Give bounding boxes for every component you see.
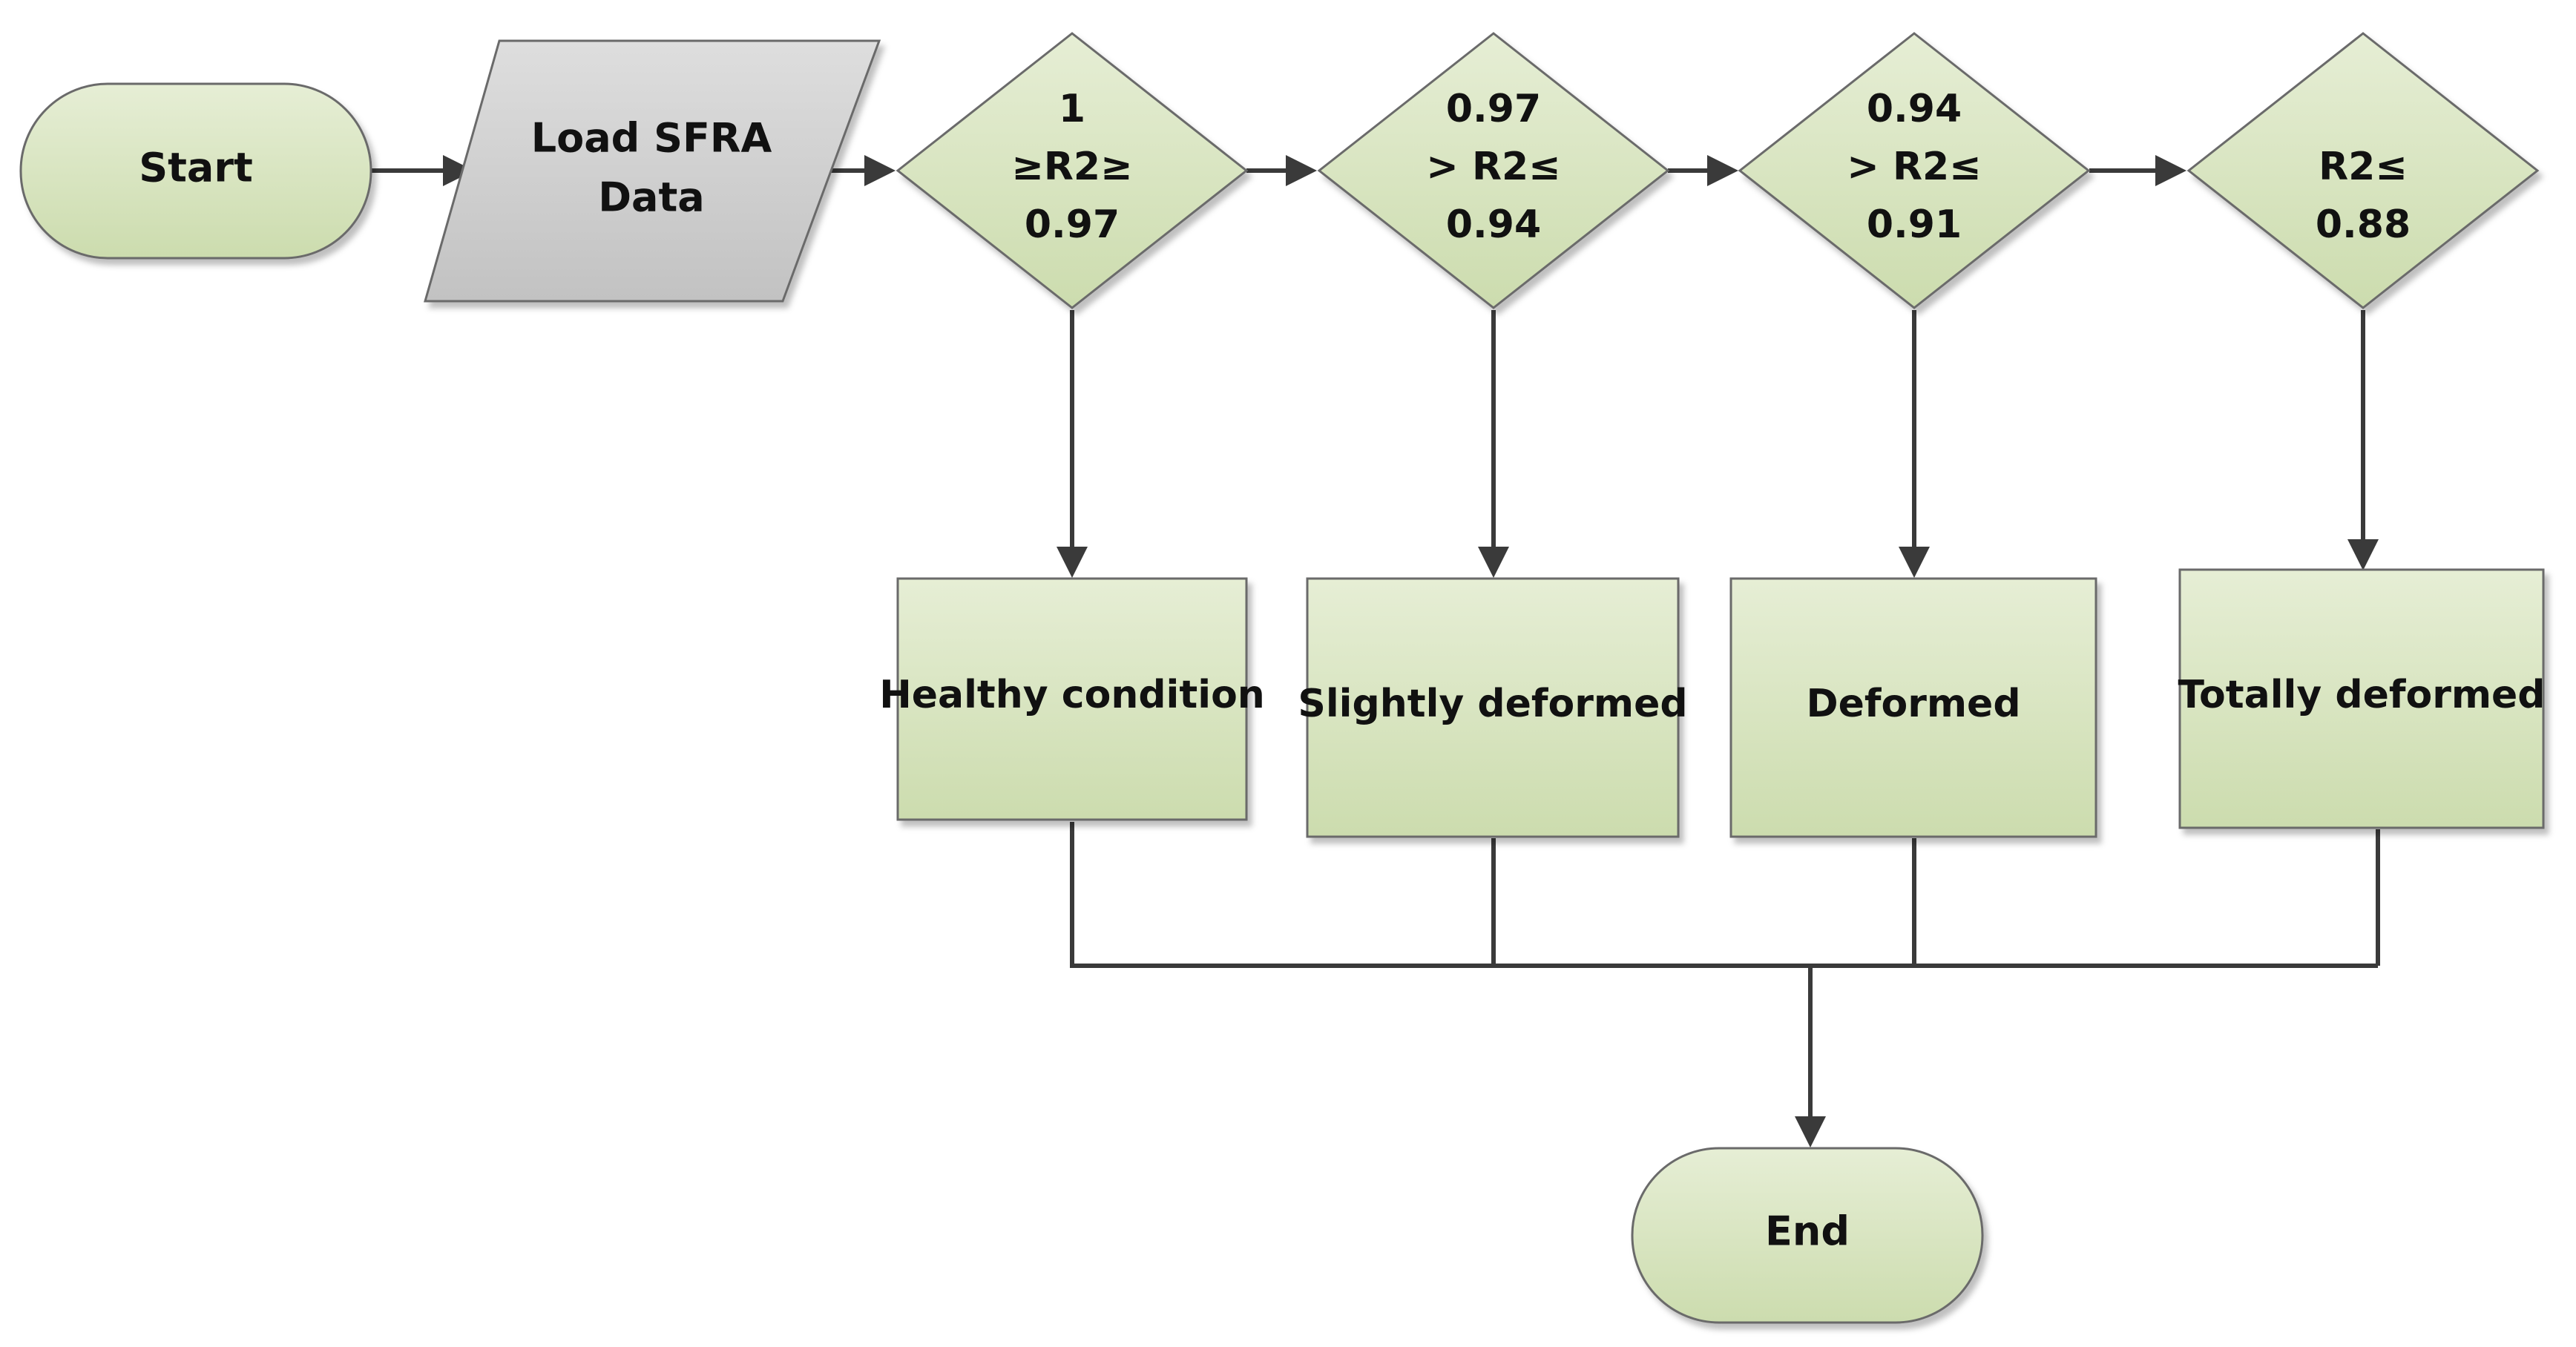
outcome-deformed-label: Deformed	[1806, 682, 2020, 726]
load-data-input: Load SFRA Data	[424, 39, 881, 303]
decision-3-line1: 0.94	[1867, 87, 1962, 131]
decision-1-line2: ≥R2≥	[1011, 145, 1132, 189]
decision-4-line1: R2≤	[2319, 145, 2408, 189]
start-terminal: Start	[19, 82, 372, 260]
decision-2-line1: 0.97	[1446, 87, 1541, 131]
outcome-totally-deformed: Totally deformed	[2178, 568, 2546, 829]
decision-1: 1 ≥R2≥ 0.97	[896, 32, 1249, 309]
decision-3: 0.94 > R2≤ 0.91	[1738, 32, 2091, 309]
decision-2-line3: 0.94	[1446, 202, 1541, 247]
outcome-healthy-condition: Healthy condition	[879, 577, 1265, 821]
decision-4-line2: 0.88	[2316, 202, 2411, 247]
decision-3-line2: > R2≤	[1847, 145, 1981, 189]
outcome-healthy-label: Healthy condition	[879, 673, 1265, 717]
load-data-label-line2: Data	[598, 174, 705, 221]
outcome-slightly-label: Slightly deformed	[1298, 682, 1687, 726]
outcome-slightly-deformed: Slightly deformed	[1298, 577, 1688, 838]
end-terminal: End	[1631, 1147, 1984, 1324]
decision-2: 0.97 > R2≤ 0.94	[1317, 32, 1670, 309]
decision-3-line3: 0.91	[1867, 202, 1962, 247]
start-label: Start	[139, 145, 253, 191]
connectors	[371, 155, 2380, 1147]
load-data-label-line1: Load SFRA	[531, 115, 772, 162]
decision-2-line2: > R2≤	[1426, 145, 1560, 189]
decision-1-line3: 0.97	[1025, 202, 1120, 247]
connector-outcomes-merge	[1070, 822, 2380, 968]
decision-4: R2≤ 0.88	[2186, 32, 2540, 309]
decision-1-line1: 1	[1059, 87, 1085, 131]
outcome-deformed: Deformed	[1729, 577, 2097, 838]
end-label: End	[1765, 1208, 1850, 1255]
outcome-totally-label: Totally deformed	[2178, 673, 2545, 717]
